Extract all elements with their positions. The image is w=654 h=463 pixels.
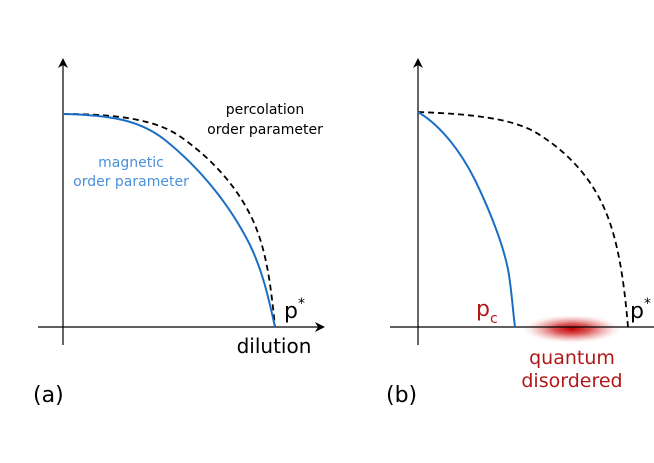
panel-b-percolation-curve	[417, 111, 629, 328]
panel-b-quantum-label-line2: disordered	[521, 370, 622, 392]
panel-b-pc-label: pc	[476, 297, 498, 327]
panel-b-quantum-label-line1: quantum	[529, 347, 615, 369]
panel-a-p-star-label: p*	[284, 296, 305, 324]
panel-b-label: (b)	[386, 383, 417, 408]
panel-a-percolation-curve	[62, 113, 276, 328]
panel-b-quantum-disordered-region	[520, 314, 624, 344]
panel-a-label: (a)	[33, 383, 64, 408]
panel-a: percolation order parameter magnetic ord…	[33, 58, 325, 408]
panel-b-magnetic-curve	[417, 111, 516, 328]
panel-a-magnetic-label-line2: order parameter	[73, 174, 189, 190]
panel-a-x-axis-label: dilution	[237, 334, 312, 358]
panel-b: pc p* quantum disordered (b)	[386, 58, 654, 408]
panel-a-magnetic-label-line1: magnetic	[98, 155, 164, 171]
panel-a-percolation-label-line1: percolation	[226, 102, 305, 118]
panel-a-percolation-label-line2: order parameter	[207, 122, 323, 138]
panel-a-magnetic-curve	[62, 113, 276, 328]
panel-b-p-star-label: p*	[630, 296, 651, 324]
